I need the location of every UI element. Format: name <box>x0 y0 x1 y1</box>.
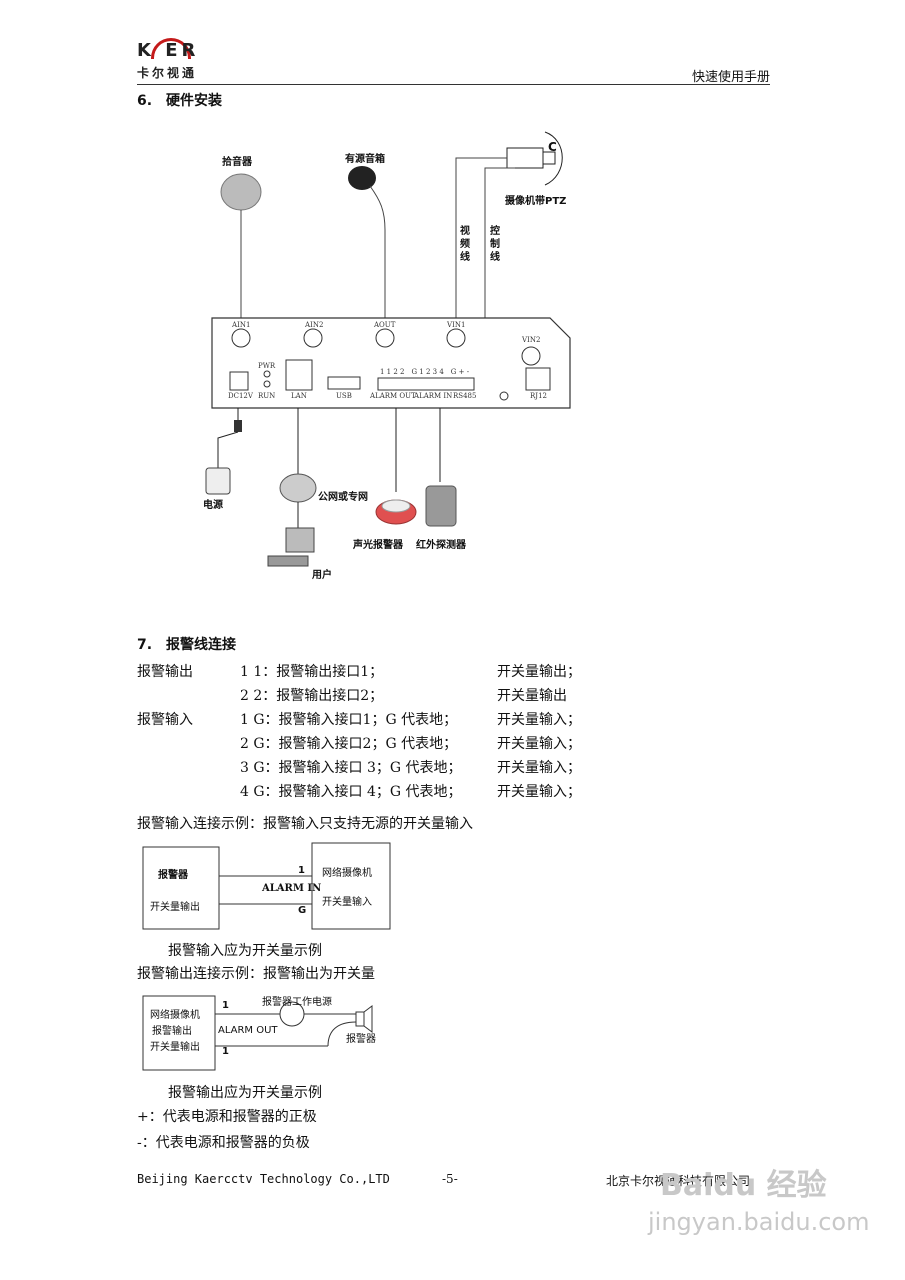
output-caption: 报警输出应为开关量示例 <box>168 1085 322 1101</box>
port-lan: LAN <box>291 392 307 400</box>
port-vin1: VIN1 <box>447 321 466 329</box>
output-alarm-out: ALARM OUT <box>218 1025 278 1036</box>
alarm-row-desc: 3 G：报警输入接口 3；G 代表地； <box>240 760 462 776</box>
port-vin2: VIN2 <box>522 336 541 344</box>
camera-icon <box>506 147 544 169</box>
port-alarm-in: ALARM IN <box>414 392 453 400</box>
hardware-diagram <box>205 131 571 567</box>
alarm-row-desc: 2 G：报警输入接口2；G 代表地； <box>240 736 458 752</box>
section-7-title: 7. 报警线连接 <box>137 637 237 653</box>
user-label: 用户 <box>312 570 332 581</box>
led-pwr: PWR <box>258 362 276 370</box>
watermark-url: jingyan.baidu.com <box>648 1208 870 1236</box>
output-left-line3: 开关量输出 <box>150 1042 200 1053</box>
ir-label: 红外探测器 <box>416 540 466 551</box>
logo-text: K ER <box>137 40 200 61</box>
port-dc12v: DC12V <box>228 392 253 400</box>
alarm-row-desc: 4 G：报警输入接口 4；G 代表地； <box>240 784 462 800</box>
input-pin-1: 1 <box>298 865 305 876</box>
power-label: 电源 <box>203 500 223 511</box>
alarm-row-type: 开关量输入； <box>497 712 581 728</box>
port-rs485: RS485 <box>453 392 477 400</box>
note-plus: +：代表电源和报警器的正极 <box>137 1109 317 1125</box>
port-rj12: RJ12 <box>530 392 547 400</box>
footer-company-cn: 北京卡尔视通科技有限公司 <box>606 1174 751 1188</box>
port-usb: USB <box>336 392 352 400</box>
power-adapter-icon <box>205 467 231 495</box>
output-siren-label: 报警器 <box>346 1034 376 1045</box>
ir-detector-icon <box>425 485 457 527</box>
header-divider <box>137 84 770 85</box>
speaker-label: 有源音箱 <box>345 154 385 165</box>
siren-label: 声光报警器 <box>353 540 403 551</box>
camera-c-label: C <box>548 140 557 154</box>
alarm-row-desc: 1 1：报警输出接口1； <box>240 664 384 680</box>
port-alarm-out: ALARM OUT <box>370 392 416 400</box>
input-caption: 报警输入应为开关量示例 <box>168 943 322 959</box>
alarm-row-type: 开关量输出 <box>497 688 567 704</box>
section-6-title: 6. 硬件安装 <box>137 93 223 109</box>
port-aout: AOUT <box>374 321 396 329</box>
terminal-pins: 1 1 2 2 G 1 2 3 4 G + - <box>380 368 470 376</box>
output-left-line1: 网络摄像机 <box>150 1010 200 1021</box>
control-line-label: 控制线 <box>490 226 500 263</box>
computer-icon <box>285 527 315 553</box>
alarm-output-diagram <box>142 995 373 1071</box>
input-alarm-in: ALARM IN <box>262 883 322 894</box>
input-right-line1: 网络摄像机 <box>322 868 372 879</box>
logo-chinese: 卡尔视通 <box>137 66 198 80</box>
input-right-line2: 开关量输入 <box>322 897 372 908</box>
port-ain2: AIN2 <box>305 321 324 329</box>
input-example-title: 报警输入连接示例：报警输入只支持无源的开关量输入 <box>137 816 473 832</box>
alarm-row-type: 开关量输入； <box>497 760 581 776</box>
siren-small-icon <box>355 1011 365 1027</box>
alarm-row-type: 开关量输入； <box>497 784 581 800</box>
network-label: 公网或专网 <box>318 492 368 503</box>
alarm-row-group: 报警输出 <box>137 664 193 680</box>
alarm-row-desc: 2 2：报警输出接口2； <box>240 688 384 704</box>
mic-icon <box>220 173 262 211</box>
video-line-label: 视频线 <box>460 226 470 263</box>
output-pin-top: 1 <box>222 1000 229 1011</box>
router-icon <box>279 473 317 503</box>
input-pin-g: G <box>298 905 307 916</box>
alarm-row-type: 开关量输入； <box>497 736 581 752</box>
alarm-row-type: 开关量输出； <box>497 664 581 680</box>
alarm-row-group: 报警输入 <box>137 712 193 728</box>
input-left-line1: 报警器 <box>158 870 188 881</box>
port-ain1: AIN1 <box>232 321 251 329</box>
alarm-input-diagram <box>142 842 391 930</box>
output-pin-bottom: 1 <box>222 1046 229 1057</box>
output-left-line2: 报警输出 <box>152 1026 192 1037</box>
camera-label: 摄像机带PTZ <box>505 196 567 207</box>
footer-page-number: -5- <box>442 1172 458 1186</box>
speaker-icon <box>348 166 376 190</box>
input-left-line2: 开关量输出 <box>150 902 200 913</box>
led-run: RUN <box>258 392 276 400</box>
output-psu-label: 报警器工作电源 <box>262 997 332 1008</box>
note-minus: -：代表电源和报警器的负极 <box>137 1135 310 1151</box>
watermark-brand: Baidu 经验 <box>660 1168 827 1203</box>
header-title: 快速使用手册 <box>691 70 770 85</box>
footer-company-en: Beijing Kaercctv Technology Co.,LTD <box>137 1172 390 1186</box>
alarm-row-desc: 1 G：报警输入接口1；G 代表地； <box>240 712 458 728</box>
company-logo: K ER 卡尔视通 <box>137 38 219 82</box>
mic-label: 拾音器 <box>222 157 252 168</box>
output-example-title: 报警输出连接示例：报警输出为开关量 <box>137 966 375 982</box>
